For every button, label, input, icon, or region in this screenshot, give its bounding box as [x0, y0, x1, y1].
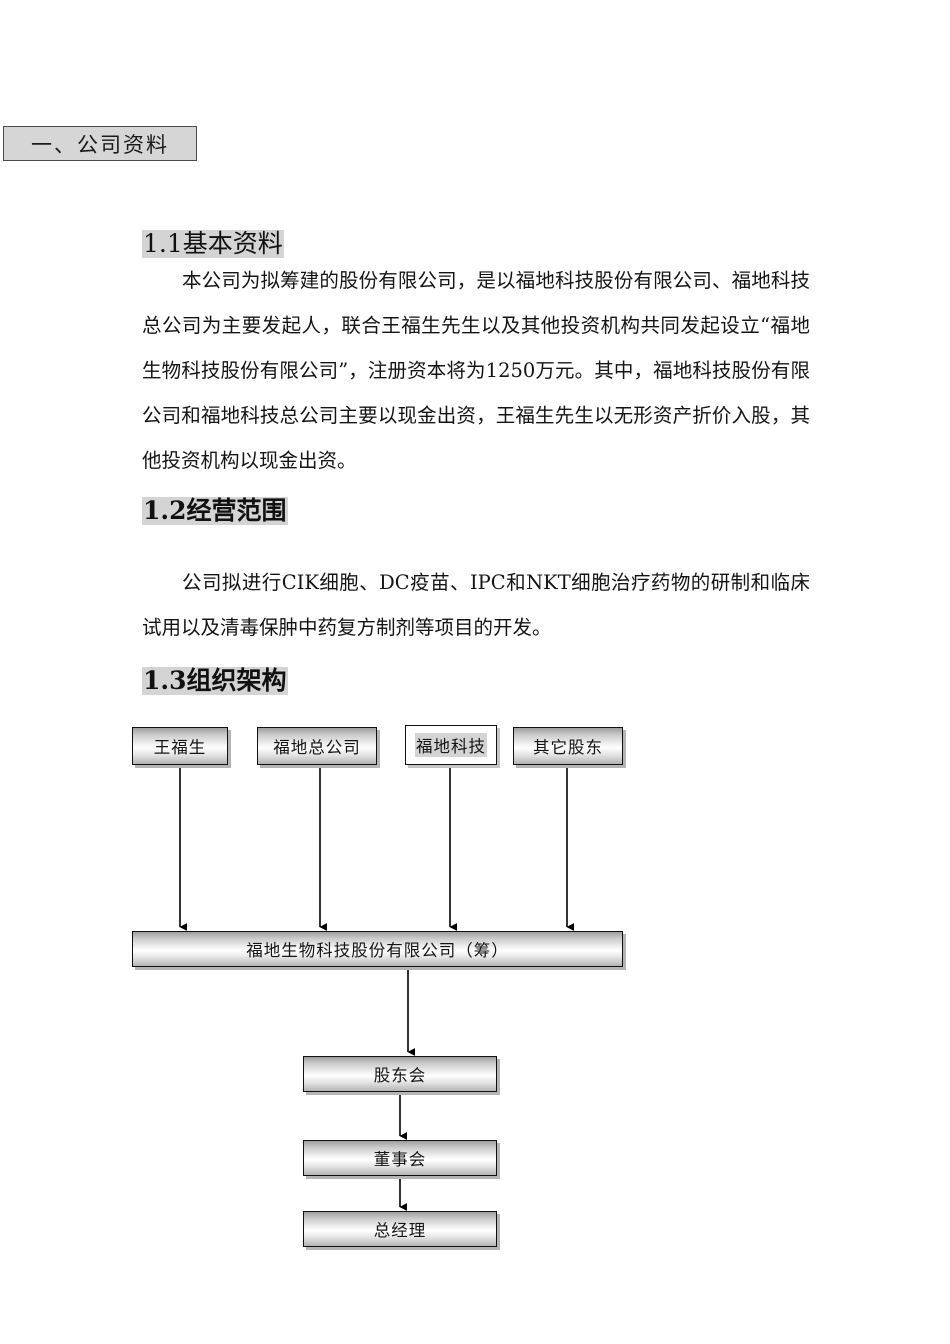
- section-title-box: 一、公司资料: [3, 126, 197, 161]
- heading-1-1: 1.1基本资料: [142, 229, 284, 258]
- heading-1-2: 1.2经营范围: [142, 496, 288, 525]
- paragraph-1-1: 本公司为拟筹建的股份有限公司，是以福地科技股份有限公司、福地科技总公司为主要发起…: [142, 269, 810, 472]
- paragraph-1-2: 公司拟进行CIK细胞、DC疫苗、IPC和NKT细胞治疗药物的研制和临床试用以及清…: [142, 571, 810, 639]
- heading-1-3: 1.3组织架构: [142, 666, 288, 695]
- section-title-text: 一、公司资料: [31, 132, 169, 157]
